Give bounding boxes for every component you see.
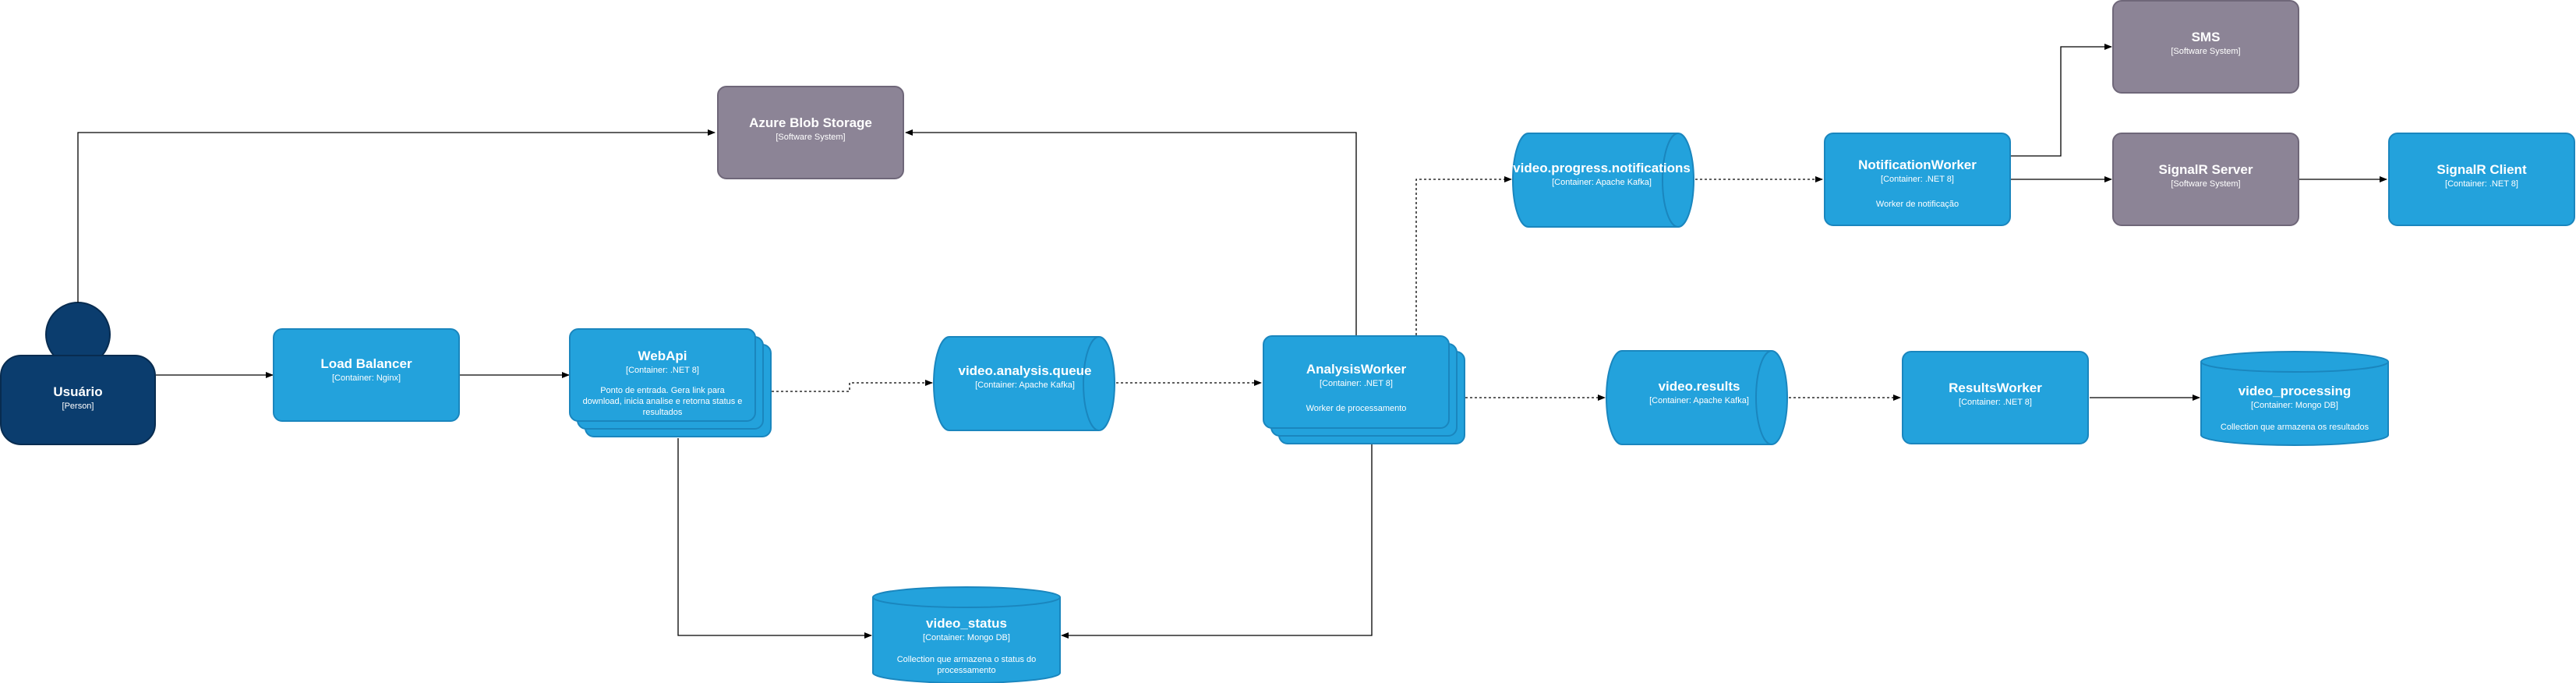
usuario-tech: [Person] — [62, 402, 94, 411]
signalr-server-title: SignalR Server — [2158, 162, 2253, 177]
azure-blob-storage-tech: [Software System] — [776, 133, 846, 142]
signalr-server-tech: [Software System] — [2171, 179, 2241, 189]
video-results-title: video.results — [1658, 379, 1740, 394]
webapi-desc: Ponto de entrada. Gera link para downloa… — [582, 386, 743, 417]
edge-worker-blob — [905, 129, 1357, 335]
db-video-processing[interactable] — [2200, 351, 2389, 446]
usuario-label: Usuário [Person] — [0, 384, 156, 412]
edge-webapi-status — [677, 438, 872, 639]
video-processing-label: video_processing [Container: Mongo DB] C… — [2201, 384, 2388, 433]
webapi-tech: [Container: .NET 8] — [626, 366, 699, 375]
notification-worker-title: NotificationWorker — [1858, 157, 1977, 172]
video-analysis-queue-label: video.analysis.queue [Container: Apache … — [935, 363, 1115, 391]
queue-video-analysis[interactable] — [933, 336, 1115, 431]
webapi-box[interactable]: WebApi [Container: .NET 8] Ponto de entr… — [569, 328, 756, 422]
results-worker-box[interactable]: ResultsWorker [Container: .NET 8] — [1902, 351, 2089, 444]
video-analysis-queue-title: video.analysis.queue — [958, 363, 1092, 378]
signalr-client-box[interactable]: SignalR Client [Container: .NET 8] — [2388, 133, 2575, 226]
load-balancer-tech: [Container: Nginx] — [331, 373, 401, 383]
edge-usuario-blob — [77, 129, 716, 303]
signalr-client-title: SignalR Client — [2436, 162, 2527, 177]
video-results-label: video.results [Container: Apache Kafka] — [1606, 379, 1793, 406]
queue-video-progress[interactable] — [1512, 133, 1694, 228]
usuario-title: Usuário — [53, 384, 103, 399]
video-results-tech: [Container: Apache Kafka] — [1649, 396, 1749, 405]
video-analysis-queue-tech: [Container: Apache Kafka] — [975, 380, 1075, 390]
analysis-worker-desc: Worker de processamento — [1306, 404, 1407, 413]
video-status-tech: [Container: Mongo DB] — [923, 633, 1010, 642]
analysis-worker-tech: [Container: .NET 8] — [1320, 379, 1393, 388]
signalr-server-box[interactable]: SignalR Server [Software System] — [2112, 133, 2299, 226]
solid-edges — [77, 44, 2387, 639]
person-usuario[interactable] — [0, 302, 156, 445]
db-video-status[interactable] — [872, 586, 1061, 683]
video-status-label: video_status [Container: Mongo DB] Colle… — [873, 616, 1060, 676]
edge-notif-sms — [2011, 44, 2112, 157]
queue-video-results[interactable] — [1606, 350, 1788, 445]
notification-worker-desc: Worker de notificação — [1875, 200, 1959, 209]
analysis-worker-title: AnalysisWorker — [1306, 362, 1407, 377]
notification-worker-tech: [Container: .NET 8] — [1881, 175, 1954, 184]
sms-title: SMS — [2191, 30, 2221, 44]
webapi-title: WebApi — [638, 349, 687, 363]
edge-worker-status — [1061, 444, 1373, 639]
video-status-title: video_status — [926, 616, 1007, 631]
sms-tech: [Software System] — [2171, 47, 2241, 56]
edge-webapi-queue — [772, 380, 933, 392]
analysis-worker-box[interactable]: AnalysisWorker [Container: .NET 8] Worke… — [1263, 335, 1450, 429]
video-progress-tech: [Container: Apache Kafka] — [1552, 178, 1652, 187]
video-processing-desc: Collection que armazena os resultados — [2220, 423, 2369, 432]
signalr-client-tech: [Container: .NET 8] — [2445, 179, 2518, 189]
results-worker-tech: [Container: .NET 8] — [1959, 398, 2032, 407]
azure-blob-storage-title: Azure Blob Storage — [749, 115, 872, 130]
notification-worker-box[interactable]: NotificationWorker [Container: .NET 8] W… — [1824, 133, 2011, 226]
edge-worker-progress — [1415, 176, 1512, 335]
video-processing-tech: [Container: Mongo DB] — [2251, 401, 2338, 410]
load-balancer-title: Load Balancer — [320, 356, 412, 371]
load-balancer-box[interactable]: Load Balancer [Container: Nginx] — [273, 328, 460, 422]
video-progress-title: video.progress.notifications — [1513, 161, 1691, 175]
video-processing-title: video_processing — [2238, 384, 2352, 398]
results-worker-title: ResultsWorker — [1949, 380, 2042, 395]
video-progress-label: video.progress.notifications [Container:… — [1504, 161, 1699, 188]
azure-blob-storage-box[interactable]: Azure Blob Storage [Software System] — [717, 86, 904, 179]
video-status-desc: Collection que armazena o status do proc… — [896, 655, 1037, 675]
dotted-edges — [772, 176, 1901, 401]
sms-box[interactable]: SMS [Software System] — [2112, 0, 2299, 94]
